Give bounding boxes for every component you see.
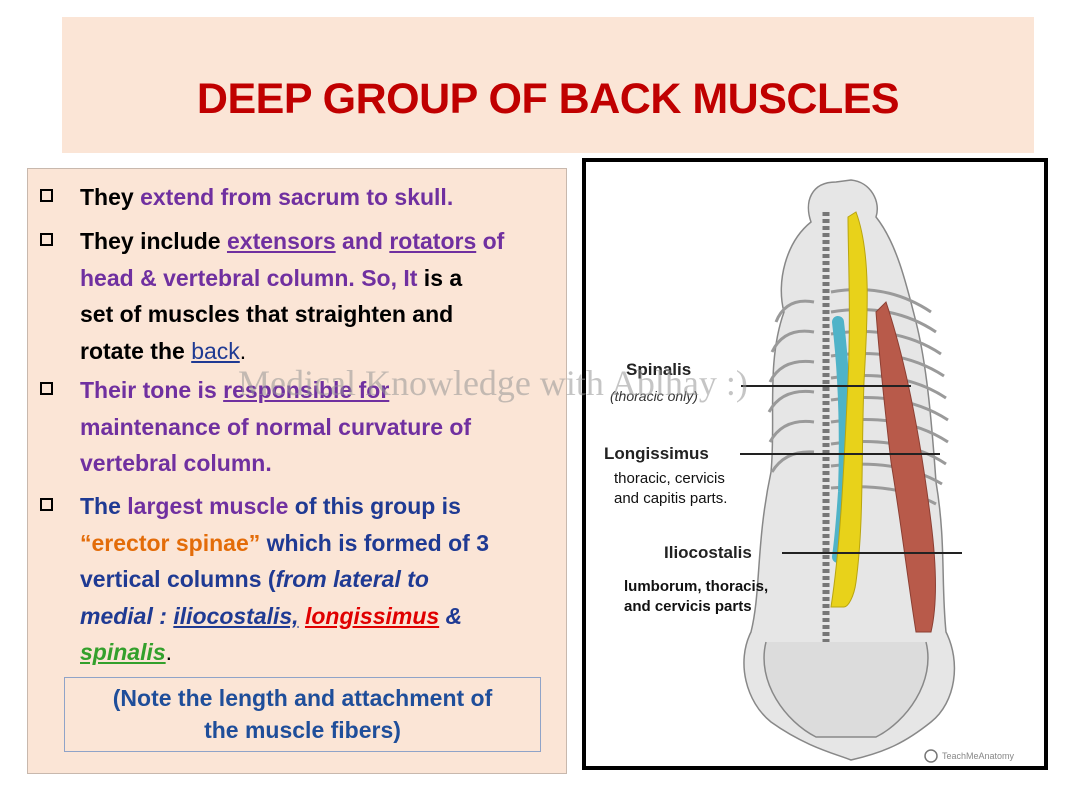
slide-title: DEEP GROUP OF BACK MUSCLES xyxy=(196,75,900,123)
longissimus-muscle xyxy=(830,211,868,608)
title-banner: DEEP GROUP OF BACK MUSCLES xyxy=(62,17,1034,153)
longissimus-sub-2: and capitis parts. xyxy=(614,490,728,507)
iliocostalis-sub-1: lumborum, thoracis, xyxy=(624,578,769,595)
watermark: Medical Knowledge with Ablhay :) xyxy=(238,363,748,403)
back-link[interactable]: back xyxy=(191,337,240,364)
spinalis-label: Spinalis xyxy=(626,360,692,379)
back-muscles-illustration xyxy=(740,179,962,763)
iliocostalis-sub-2: and cervicis parts xyxy=(624,598,752,615)
checkbox-icon xyxy=(40,189,53,202)
spinalis-sub: (thoracic only) xyxy=(610,388,698,404)
checkbox-icon xyxy=(40,498,53,511)
credit-text: TeachMeAnatomy xyxy=(942,751,1015,761)
iliocostalis-label: Iliocostalis xyxy=(664,543,752,562)
iliocostalis-muscle xyxy=(875,301,937,633)
term-rotators: rotators xyxy=(389,228,477,254)
anatomy-figure: Spinalis (thoracic only) Longissimus tho… xyxy=(582,158,1048,770)
longissimus-label: Longissimus xyxy=(604,444,709,463)
text-panel: They extend from sacrum to skull. They i… xyxy=(27,168,567,774)
term-extensors: extensors xyxy=(226,228,336,254)
checkbox-icon xyxy=(40,233,53,246)
checkbox-icon xyxy=(40,382,53,395)
longissimus-sub-1: thoracic, cervicis xyxy=(614,470,725,487)
note-box: (Note the length and attachment of the m… xyxy=(64,677,541,752)
